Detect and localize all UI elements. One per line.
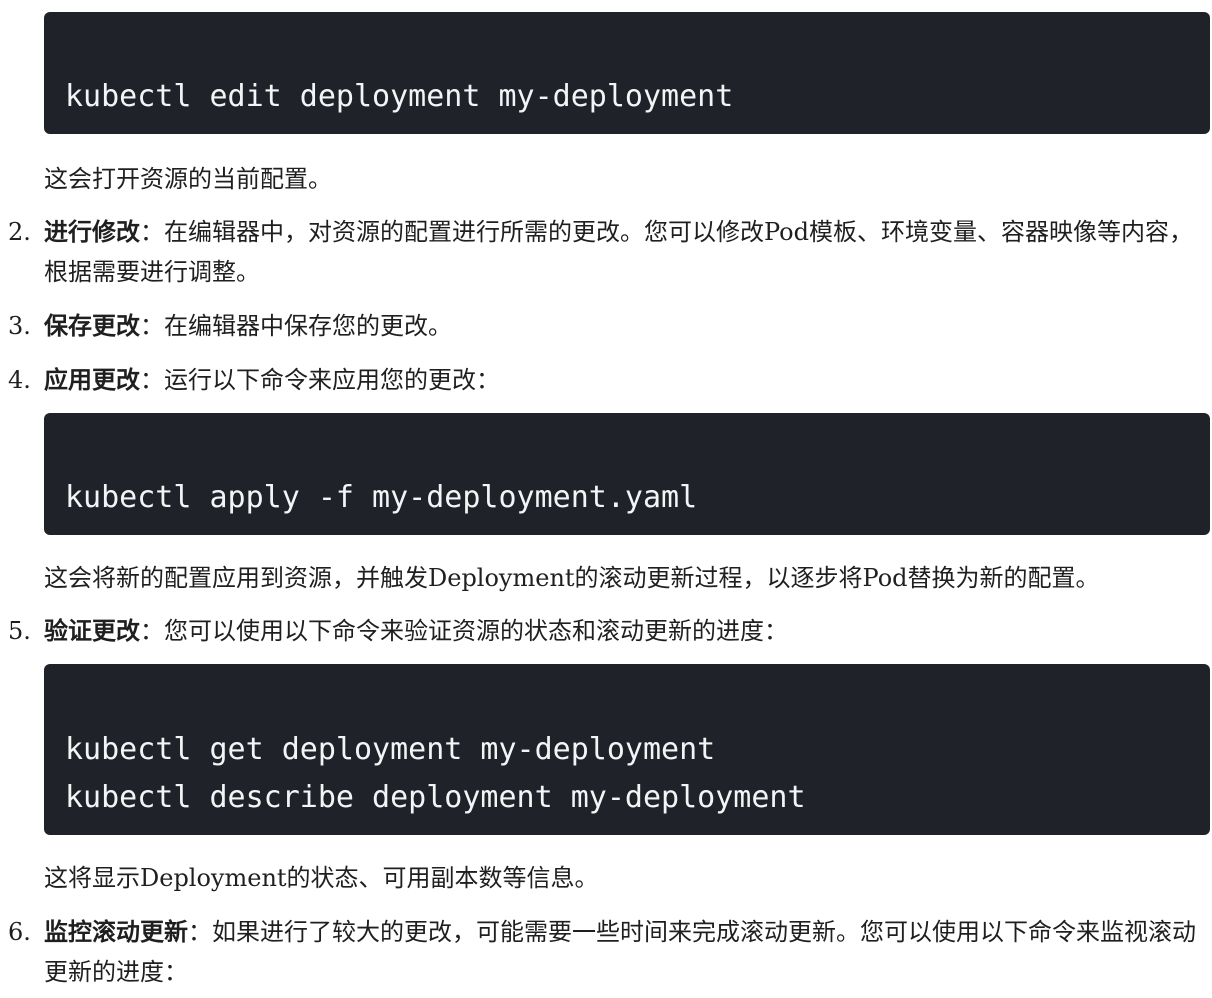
step-text: ：您可以使用以下命令来验证资源的状态和滚动更新的进度：	[140, 617, 788, 645]
step-text: ：如果进行了较大的更改，可能需要一些时间来完成滚动更新。您可以使用以下命令来监视…	[44, 918, 1196, 986]
list-number: 6.	[8, 918, 31, 946]
list-item-step-5: 5. 验证更改：您可以使用以下命令来验证资源的状态和滚动更新的进度：	[0, 611, 1212, 651]
paragraph-note: 这将显示Deployment的状态、可用副本数等信息。	[44, 864, 599, 892]
step-text: ：运行以下命令来应用您的更改：	[140, 366, 500, 394]
step-term: 验证更改	[44, 617, 140, 645]
code-line: kubectl edit deployment my-deployment	[65, 79, 734, 114]
code-line: kubectl describe deployment my-deploymen…	[65, 780, 806, 815]
code-line: kubectl apply -f my-deployment.yaml	[65, 480, 698, 515]
list-number: 2.	[8, 218, 31, 246]
paragraph-note: 这会打开资源的当前配置。	[44, 165, 332, 193]
list-item-step-6: 6. 监控滚动更新：如果进行了较大的更改，可能需要一些时间来完成滚动更新。您可以…	[0, 912, 1212, 992]
code-block-apply[interactable]: kubectl apply -f my-deployment.yaml	[44, 413, 1210, 535]
step-text: ：在编辑器中保存您的更改。	[140, 312, 452, 340]
step-term: 进行修改	[44, 218, 140, 246]
step-term: 监控滚动更新	[44, 918, 188, 946]
list-number: 4.	[8, 366, 31, 394]
step-term: 应用更改	[44, 366, 140, 394]
paragraph-note: 这会将新的配置应用到资源，并触发Deployment的滚动更新过程，以逐步将Po…	[44, 564, 1100, 592]
list-number: 3.	[8, 312, 31, 340]
list-item-step-3: 3. 保存更改：在编辑器中保存您的更改。	[0, 306, 1212, 346]
code-block-edit[interactable]: kubectl edit deployment my-deployment	[44, 12, 1210, 134]
list-item-step-4: 4. 应用更改：运行以下命令来应用您的更改：	[0, 360, 1212, 400]
code-line: kubectl get deployment my-deployment	[65, 732, 716, 767]
list-number: 5.	[8, 617, 31, 645]
list-item-step-2: 2. 进行修改：在编辑器中，对资源的配置进行所需的更改。您可以修改Pod模板、环…	[0, 212, 1212, 292]
step-text: ：在编辑器中，对资源的配置进行所需的更改。您可以修改Pod模板、环境变量、容器映…	[44, 218, 1193, 286]
step-term: 保存更改	[44, 312, 140, 340]
code-block-verify[interactable]: kubectl get deployment my-deployment kub…	[44, 664, 1210, 835]
